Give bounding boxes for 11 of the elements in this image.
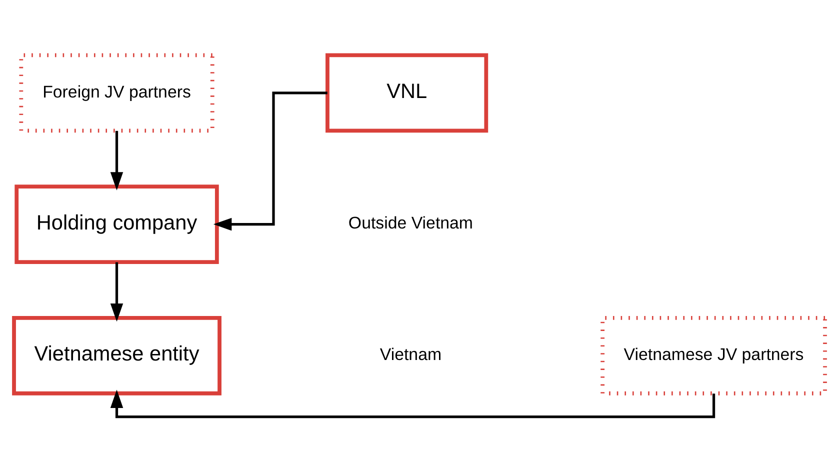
label: Outside Vietnam: [348, 214, 473, 233]
arrow: [110, 262, 124, 322]
arrow: [213, 92, 328, 231]
arrow: [110, 390, 716, 418]
label: Vietnam: [380, 345, 442, 364]
node-box: Holding company: [14, 184, 219, 264]
node-box: Vietnamese JV partners: [600, 316, 827, 396]
arrow: [110, 130, 124, 190]
node-box: Foreign JV partners: [19, 53, 214, 133]
node-box: Vietnamese entity: [12, 316, 222, 396]
node-box: VNL: [326, 53, 488, 133]
